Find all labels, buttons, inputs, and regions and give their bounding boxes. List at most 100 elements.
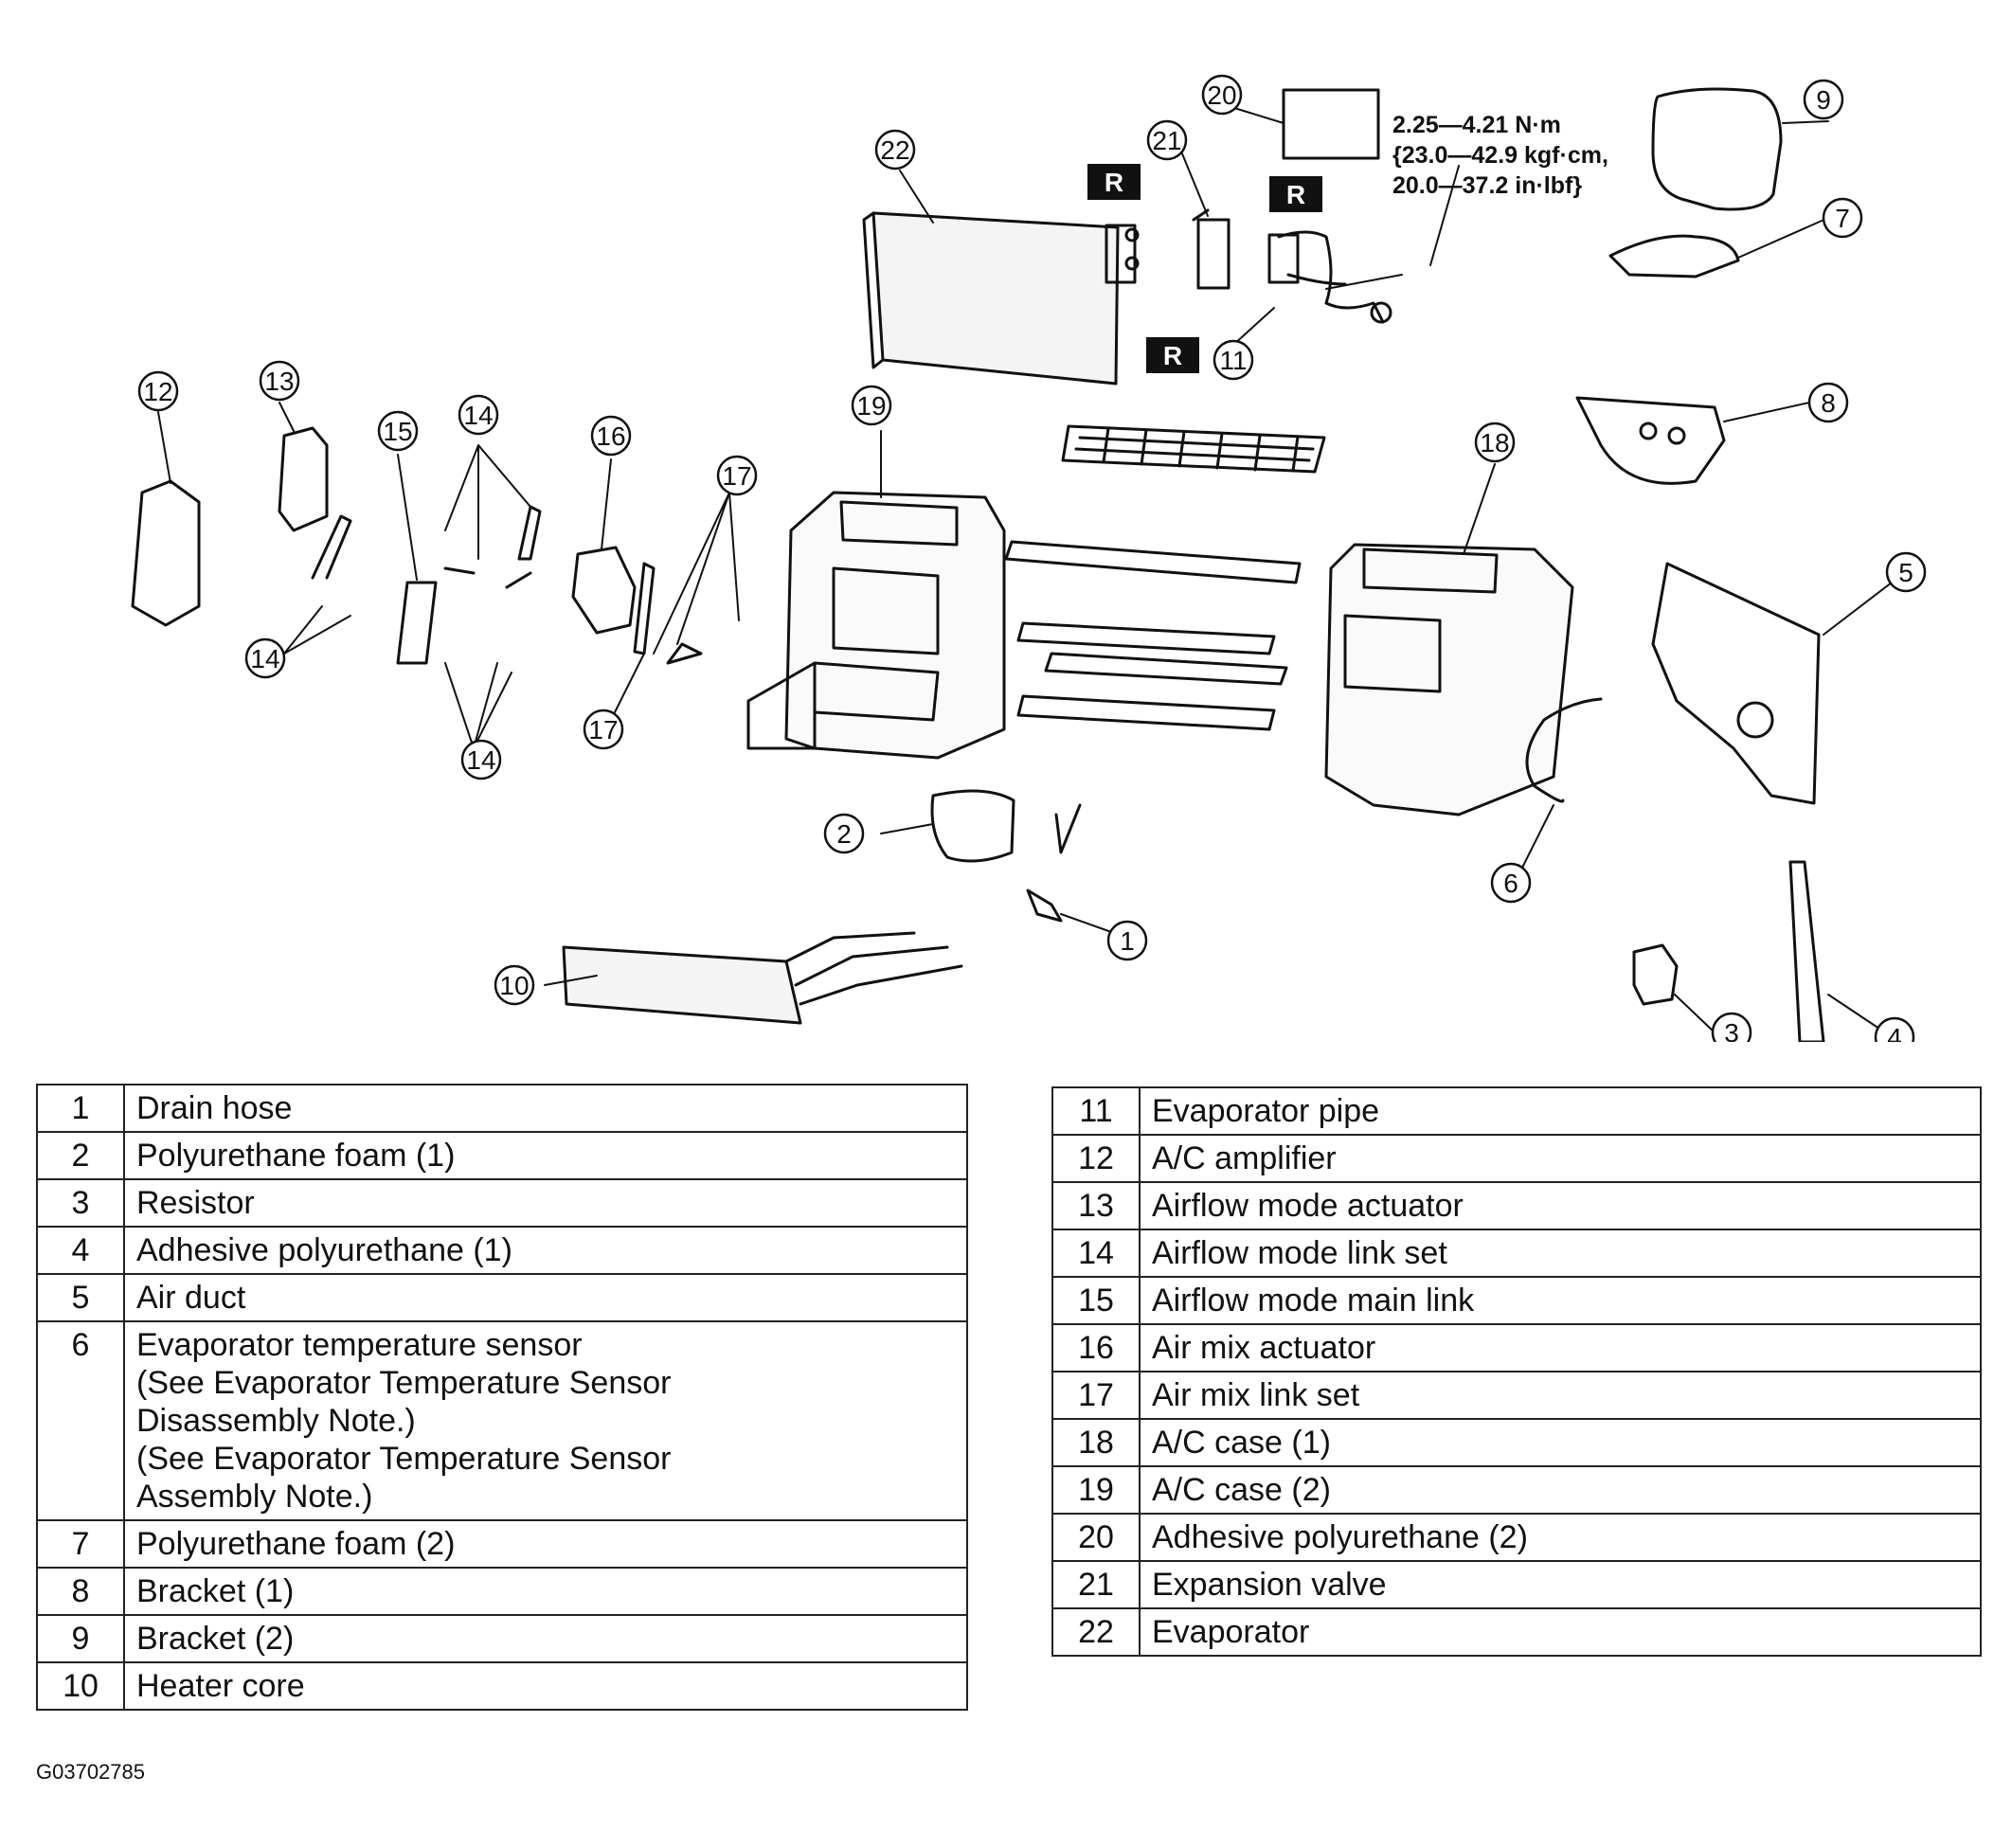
callout-8: 8 [1821, 388, 1836, 418]
callout-19: 19 [856, 391, 886, 421]
part-description-line: Evaporator [1152, 1614, 1310, 1650]
part-number: 13 [1051, 1181, 1141, 1230]
part-description-line: (See Evaporator Temperature Sensor [136, 1365, 672, 1401]
evaporator-part [862, 211, 1140, 386]
callout-17-top: 17 [722, 461, 751, 491]
drain-hose-part [1026, 888, 1063, 923]
part-description-line: Expansion valve [1152, 1567, 1387, 1603]
table-row: 9 Bracket (2) [36, 1614, 968, 1663]
table-row: 21 Expansion valve [1051, 1560, 1982, 1609]
part-number: 20 [1051, 1513, 1141, 1562]
replace-marker-3: R [1146, 337, 1199, 373]
bracket-1-part [1575, 396, 1726, 485]
callout-11: 11 [1219, 346, 1247, 375]
part-description-line: Air duct [136, 1280, 246, 1316]
callout-5: 5 [1898, 558, 1913, 587]
diagram-canvas: 2.25—4.21 N·m {23.0—42.9 kgf·cm, 20.0—37… [131, 74, 1927, 1042]
ac-case-1-part [1324, 543, 1574, 816]
part-description: Airflow mode link set [1139, 1229, 1982, 1278]
table-row: 20 Adhesive polyurethane (2) [1051, 1513, 1982, 1562]
part-description-line: A/C case (2) [1152, 1472, 1331, 1508]
part-description-line: Air mix link set [1152, 1377, 1360, 1413]
part-description: Air duct [123, 1273, 968, 1322]
air-mix-actuator-part [571, 546, 637, 635]
part-description-line: (See Evaporator Temperature Sensor [136, 1441, 672, 1477]
part-description: Drain hose [123, 1084, 968, 1133]
replace-marker-2: R [1269, 176, 1322, 212]
callout-4: 4 [1887, 1023, 1902, 1042]
part-number: 12 [1051, 1134, 1141, 1183]
ac-case-2-part [746, 491, 1006, 760]
callout-9: 9 [1816, 85, 1831, 115]
part-description-line: Airflow mode link set [1152, 1235, 1447, 1271]
callout-15: 15 [383, 417, 412, 446]
part-description: Airflow mode actuator [1139, 1181, 1982, 1230]
callout-1: 1 [1120, 926, 1135, 956]
callout-14-bottom: 14 [466, 745, 495, 775]
exploded-view-diagram: 2.25—4.21 N·m {23.0—42.9 kgf·cm, 20.0—37… [131, 74, 1927, 1042]
bracket-2-part [1651, 87, 1783, 211]
svg-text:R: R [1163, 341, 1182, 370]
part-description-line: Polyurethane foam (2) [136, 1526, 456, 1562]
callout-14-top: 14 [463, 401, 493, 430]
part-description: Adhesive polyurethane (2) [1139, 1513, 1982, 1562]
part-description-line: Bracket (1) [136, 1573, 295, 1609]
part-description: Resistor [123, 1178, 968, 1228]
part-description-line: Assembly Note.) [136, 1479, 373, 1515]
part-number: 11 [1051, 1086, 1141, 1136]
part-number: 21 [1051, 1560, 1141, 1609]
replace-marker-1: R [1087, 164, 1141, 200]
heater-core-part [562, 931, 963, 1025]
adhesive-polyurethane-1-part [1788, 860, 1825, 1042]
part-description: Heater core [123, 1661, 968, 1711]
svg-text:R: R [1105, 168, 1123, 197]
part-description: A/C case (2) [1139, 1465, 1982, 1515]
callout-16: 16 [596, 422, 625, 451]
callout-17-bottom: 17 [588, 715, 618, 745]
callout-13: 13 [264, 367, 294, 396]
part-description: Expansion valve [1139, 1560, 1982, 1609]
part-number: 9 [36, 1614, 125, 1663]
expansion-valve-part [1192, 208, 1231, 290]
callout-12: 12 [143, 377, 172, 406]
air-duct-part [1651, 562, 1821, 805]
part-number: 17 [1051, 1371, 1141, 1420]
torque-spec-line-3: 20.0—37.2 in·lbf} [1392, 172, 1582, 199]
svg-text:R: R [1286, 180, 1305, 209]
table-row: 17 Air mix link set [1051, 1371, 1982, 1420]
callout-21: 21 [1152, 126, 1181, 155]
part-number: 7 [36, 1519, 125, 1569]
table-row: 7 Polyurethane foam (2) [36, 1519, 968, 1569]
part-description-line: Evaporator pipe [1152, 1093, 1380, 1129]
part-description-line: A/C case (1) [1152, 1425, 1331, 1461]
callout-3: 3 [1724, 1018, 1739, 1042]
adhesive-polyurethane-2-part [1282, 88, 1380, 160]
filter-part [1061, 424, 1326, 474]
part-description: Adhesive polyurethane (1) [123, 1226, 968, 1275]
part-description-line: Bracket (2) [136, 1621, 295, 1657]
part-description: Bracket (1) [123, 1567, 968, 1616]
callout-10: 10 [499, 971, 529, 1000]
torque-spec-line-2: {23.0—42.9 kgf·cm, [1392, 142, 1608, 169]
part-number: 18 [1051, 1418, 1141, 1467]
part-number: 19 [1051, 1465, 1141, 1515]
part-number: 1 [36, 1084, 125, 1133]
part-description-line: Adhesive polyurethane (1) [136, 1232, 512, 1268]
part-description-line: A/C amplifier [1152, 1140, 1337, 1176]
part-number: 15 [1051, 1276, 1141, 1325]
callout-7: 7 [1835, 204, 1850, 233]
part-description-line: Adhesive polyurethane (2) [1152, 1519, 1528, 1555]
part-description: Evaporator temperature sensor(See Evapor… [123, 1320, 968, 1521]
part-number: 2 [36, 1131, 125, 1180]
part-description: A/C amplifier [1139, 1134, 1982, 1183]
polyurethane-foam-2-part [1608, 234, 1740, 278]
